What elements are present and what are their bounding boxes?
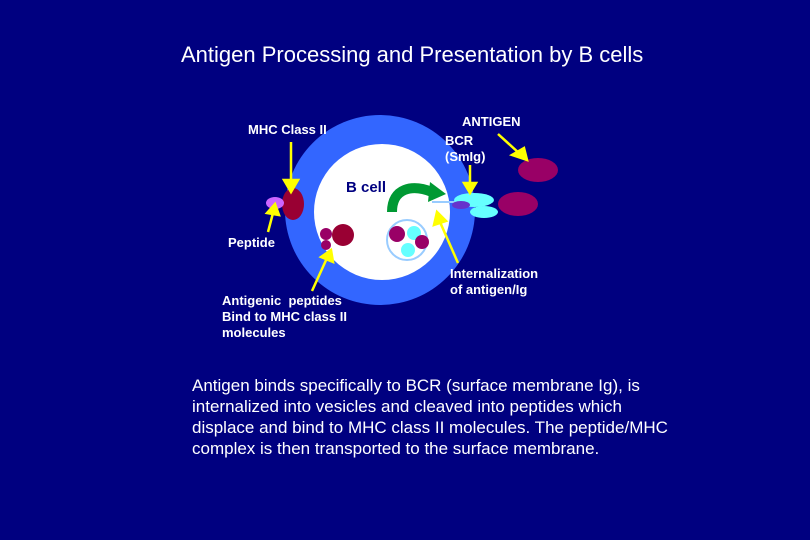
arrow-mhc-class-ii-head [281, 178, 301, 195]
endosome-arrowhead [428, 182, 446, 202]
page-title: Antigen Processing and Presentation by B… [181, 42, 644, 67]
arrow-antigen [497, 133, 521, 155]
vesicle-fragment-1 [389, 226, 405, 242]
mhc-class-ii-surface [282, 188, 304, 220]
mhc-class-ii-inner [332, 224, 354, 246]
b-cell-label: B cell [346, 179, 387, 196]
mhc-class-ii-label: MHC Class II [248, 122, 327, 137]
mhc-peptide-inner-2 [321, 240, 331, 250]
mhc-peptide-inner [320, 228, 332, 240]
description-paragraph: Antigen binds specifically to BCR (surfa… [192, 376, 668, 458]
internalization-label: Internalization of antigen/Ig [450, 266, 539, 297]
antigen-label: ANTIGEN [462, 114, 521, 129]
vesicle-fragment-4 [415, 235, 429, 249]
peptide-label: Peptide [228, 235, 275, 250]
arrow-internalization-head [432, 209, 449, 227]
arrow-bcr-head [461, 181, 479, 196]
b-cell-cytoplasm [314, 144, 450, 280]
vesicle-fragment-3 [401, 243, 415, 257]
vesicle-fragment-2 [407, 226, 421, 240]
arrow-antigenic-peptides-head [318, 247, 335, 265]
antigen-cluster-bottom [498, 192, 538, 216]
antigenic-peptides-label: Antigenic peptides Bind to MHC class II … [222, 293, 347, 340]
arrow-antigenic-peptides [310, 257, 329, 292]
arrow-peptide [266, 212, 275, 233]
arrow-peptide-head [264, 201, 281, 217]
arrow-antigen-head [508, 146, 529, 162]
arrow-internalization [438, 221, 460, 264]
bcr-receptor-bottom [470, 206, 498, 218]
bcr-label: BCR (SmIg) [445, 133, 486, 164]
internalization-endosome-arrow [387, 183, 434, 213]
antigen-cluster-top [518, 158, 558, 182]
bcr-stem [452, 201, 470, 209]
